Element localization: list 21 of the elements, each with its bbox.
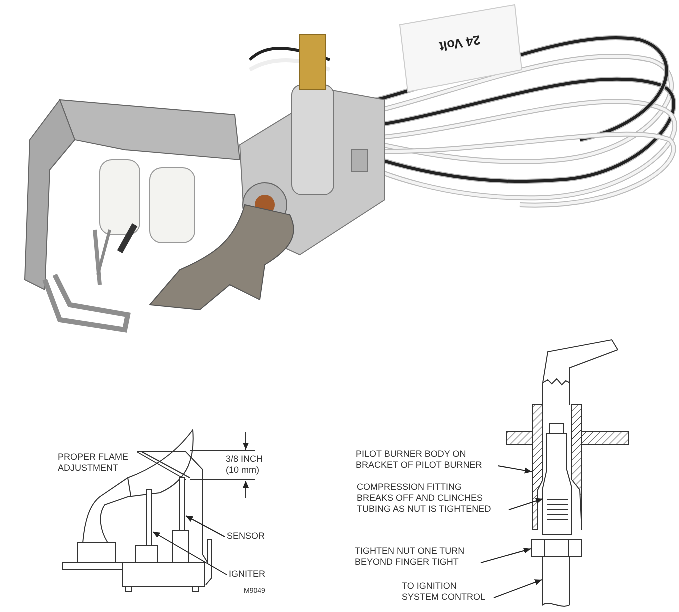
callout-label: PILOT BURNER BODY ON BRACKET OF PILOT BURNER — [356, 449, 496, 471]
dimension-label: 3/8 INCH (10 mm) — [226, 454, 264, 476]
leader-line — [498, 466, 532, 474]
nut — [532, 540, 582, 558]
burner-body — [532, 404, 582, 536]
leader-line — [152, 532, 228, 576]
callout-label: SENSOR — [227, 531, 269, 542]
leader-line — [494, 580, 542, 598]
callout-label: TIGHTEN NUT ONE TURN BEYOND FINGER TIGHT — [355, 546, 479, 568]
igniter-rod — [146, 490, 152, 546]
flame-note: PROPER FLAME ADJUSTMENT — [58, 452, 130, 474]
leader-line — [508, 498, 544, 510]
leader-line — [480, 548, 532, 564]
tag-text: 24 Volt — [437, 32, 483, 56]
leader-line — [186, 516, 226, 538]
callout-label: IGNITER — [229, 569, 274, 580]
callout-label: TO IGNITION SYSTEM CONTROL — [402, 581, 492, 603]
callout-label: COMPRESSION FITTING BREAKS OFF AND CLINCHES TUBING AS NUT IS TIGHTENED — [357, 482, 507, 515]
compression-fitting — [542, 434, 572, 536]
sensor-rod — [180, 478, 186, 532]
tubing — [542, 556, 570, 607]
